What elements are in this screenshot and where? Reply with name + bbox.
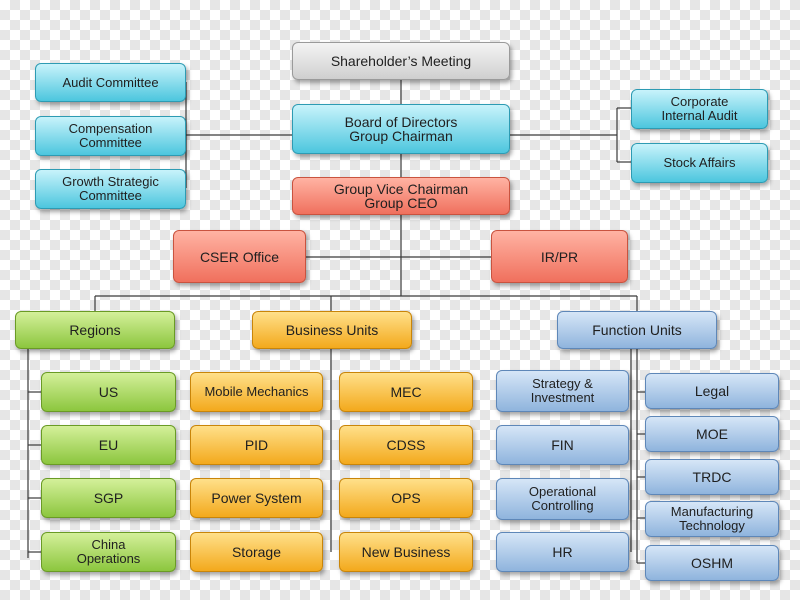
function-fin-box: FIN [496, 425, 629, 465]
business-new-business-box: New Business [339, 532, 473, 572]
compensation-committee-box: Compensation Committee [35, 116, 186, 156]
function-moe-box: MOE [645, 416, 779, 452]
function-hr-box: HR [496, 532, 629, 572]
growth-strategic-committee-box: Growth Strategic Committee [35, 169, 186, 209]
region-eu-box: EU [41, 425, 176, 465]
corporate-internal-audit-box: Corporate Internal Audit [631, 89, 768, 129]
business-mec-box: MEC [339, 372, 473, 412]
function-trdc-box: TRDC [645, 459, 779, 495]
region-china-operations-box: China Operations [41, 532, 176, 572]
business-ops-box: OPS [339, 478, 473, 518]
business-mobile-mechanics-box: Mobile Mechanics [190, 372, 323, 412]
function-manufacturing-technology-box: Manufacturing Technology [645, 501, 779, 537]
business-units-box: Business Units [252, 311, 412, 349]
function-legal-box: Legal [645, 373, 779, 409]
business-storage-box: Storage [190, 532, 323, 572]
audit-committee-box: Audit Committee [35, 63, 186, 102]
region-sgp-box: SGP [41, 478, 176, 518]
stock-affairs-box: Stock Affairs [631, 143, 768, 183]
business-cdss-box: CDSS [339, 425, 473, 465]
business-power-system-box: Power System [190, 478, 323, 518]
group-vice-chairman-box: Group Vice Chairman Group CEO [292, 177, 510, 215]
region-us-box: US [41, 372, 176, 412]
ir-pr-box: IR/PR [491, 230, 628, 283]
function-oshm-box: OSHM [645, 545, 779, 581]
function-operational-controlling-box: Operational Controlling [496, 478, 629, 520]
cser-office-box: CSER Office [173, 230, 306, 283]
business-pid-box: PID [190, 425, 323, 465]
function-strategy-investment-box: Strategy & Investment [496, 370, 629, 412]
regions-box: Regions [15, 311, 175, 349]
shareholders-meeting-box: Shareholder’s Meeting [292, 42, 510, 80]
function-units-box: Function Units [557, 311, 717, 349]
board-of-directors-box: Board of Directors Group Chairman [292, 104, 510, 154]
